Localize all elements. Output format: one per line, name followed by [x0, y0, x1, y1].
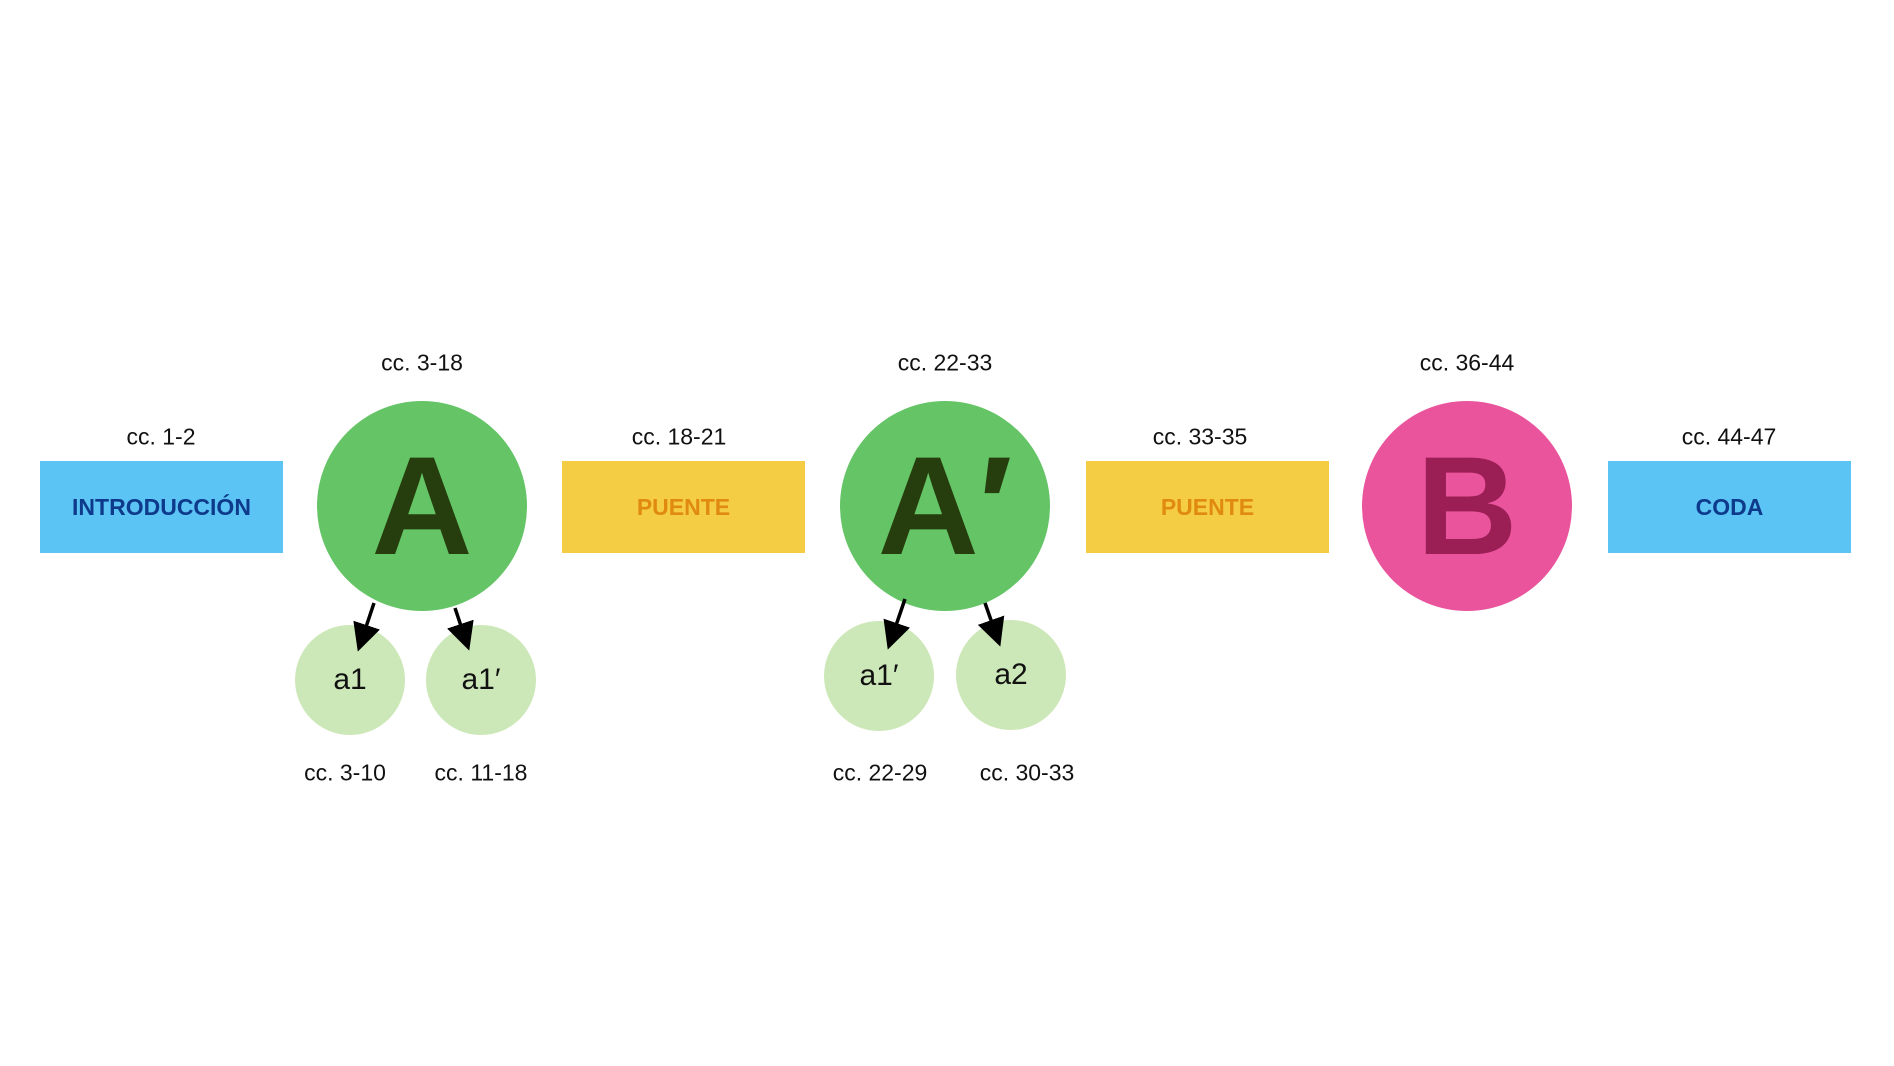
coda-measures: cc. 44-47 [1681, 423, 1777, 450]
a2-measures: cc. 30-33 [979, 759, 1075, 786]
coda-label: CODA [1695, 493, 1764, 520]
subsection-a1p-circle: a1′ [426, 625, 536, 735]
puente2-label: PUENTE [1160, 493, 1255, 520]
a-measures: cc. 3-18 [381, 349, 463, 376]
coda-box: CODA [1608, 461, 1851, 553]
section-b-circle: B [1362, 401, 1572, 611]
a1-label: a1 [333, 663, 367, 696]
a1-measures: cc. 3-10 [304, 759, 386, 786]
subsection-a1p-2-circle: a1′ [824, 621, 934, 731]
puente1-label: PUENTE [636, 493, 731, 520]
a1p-2-measures: cc. 22-29 [832, 759, 928, 786]
b-measures: cc. 36-44 [1419, 349, 1515, 376]
arrow-a-to-a1p [447, 607, 474, 651]
a1p-2-label: a1′ [859, 659, 899, 692]
puente2-measures: cc. 33-35 [1152, 423, 1248, 450]
section-a-prime-circle: A′ [840, 401, 1050, 611]
puente1-measures: cc. 18-21 [631, 423, 727, 450]
subsection-a2-circle: a2 [956, 620, 1066, 730]
arrow-a-to-a1 [353, 602, 380, 652]
a1p-measures: cc. 11-18 [434, 759, 528, 786]
intro-label: INTRODUCCIÓN [72, 493, 251, 520]
puente1-box: PUENTE [562, 461, 805, 553]
puente2-box: PUENTE [1086, 461, 1329, 553]
a2-label: a2 [994, 658, 1028, 691]
a-prime-measures: cc. 22-33 [897, 349, 993, 376]
a-prime-label: A′ [877, 427, 1013, 584]
a-label: A [371, 427, 473, 584]
section-a-circle: A [317, 401, 527, 611]
a1p-label: a1′ [461, 663, 501, 696]
intro-measures: cc. 1-2 [126, 423, 196, 450]
intro-box: INTRODUCCIÓN [40, 461, 283, 553]
subsection-a1-circle: a1 [295, 625, 405, 735]
arrow-aprime-to-a1p [883, 598, 911, 650]
arrow-aprime-to-a2 [977, 602, 1005, 647]
b-label: B [1416, 427, 1518, 584]
